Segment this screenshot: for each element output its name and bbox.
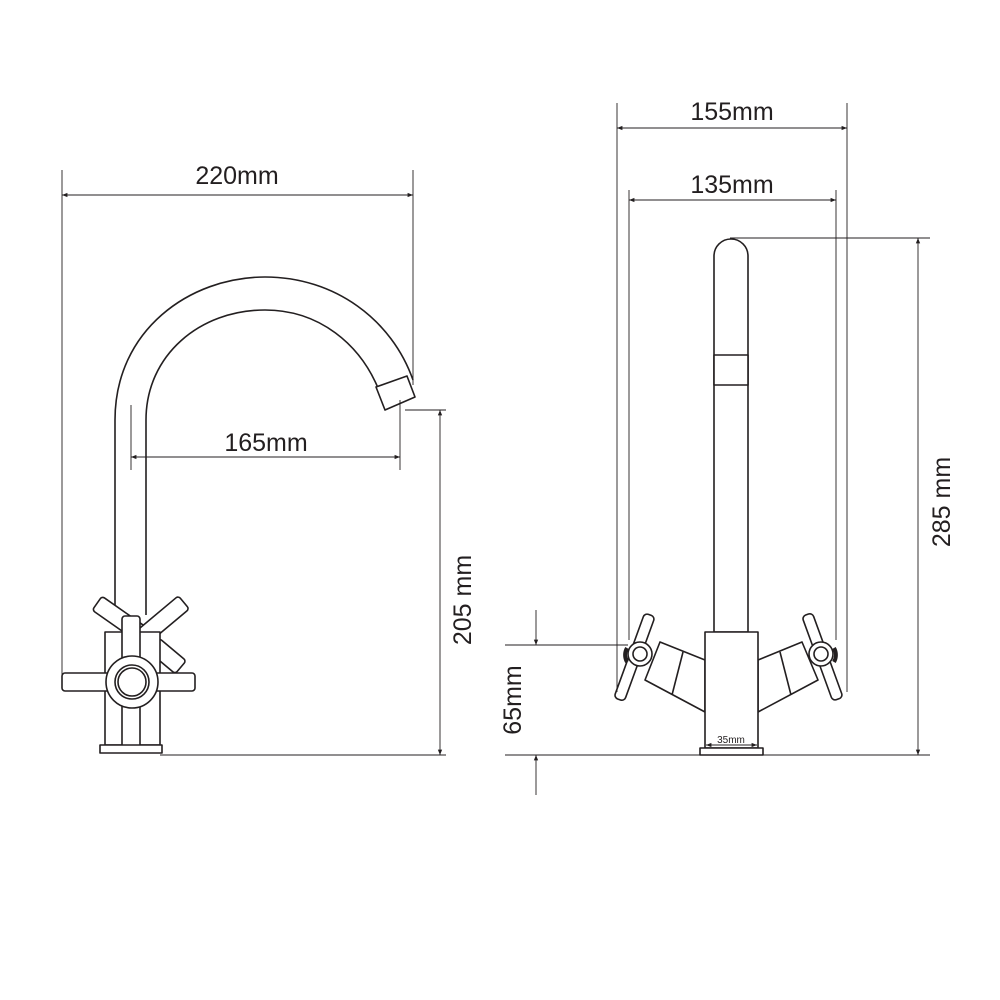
dim-65: 65mm — [499, 665, 527, 734]
dim-135: 135mm — [690, 171, 773, 199]
front-view-faucet: 35mm — [614, 238, 843, 756]
front-left-handle — [614, 613, 706, 713]
dim-35: 35mm — [717, 735, 745, 746]
dim-155: 155mm — [690, 98, 773, 126]
dim-220: 220mm — [195, 162, 278, 190]
dim-165: 165mm — [224, 429, 307, 457]
front-right-handle — [757, 612, 843, 713]
front-dimensions: 155mm 135mm 285 mm 65mm — [499, 98, 956, 795]
side-view-faucet — [61, 276, 416, 754]
dim-205: 205 mm — [449, 555, 477, 645]
dim-285: 285 mm — [928, 457, 956, 547]
side-dimensions: 220mm 165mm 205 mm — [61, 162, 477, 756]
